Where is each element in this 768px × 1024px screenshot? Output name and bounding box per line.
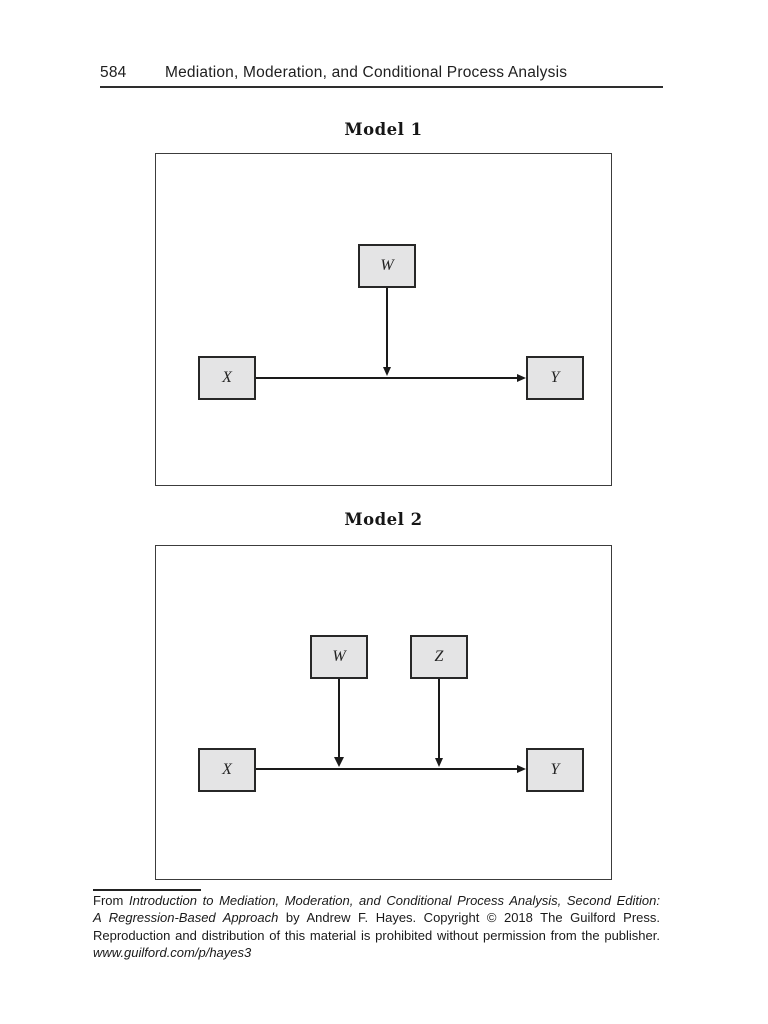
footer-url: www.guilford.com/p/hayes3 bbox=[93, 945, 252, 961]
model1-arrow-x-to-y-head bbox=[517, 373, 526, 382]
model2-arrow-x-to-y-head bbox=[517, 764, 526, 773]
model1-node-y: Y bbox=[526, 356, 584, 400]
model2-node-y: Y bbox=[526, 748, 584, 792]
model2-arrow-z-to-path-line bbox=[438, 679, 440, 759]
footer-line-1: From Introduction to Mediation, Moderati… bbox=[93, 892, 660, 909]
footer-from-text: From bbox=[93, 893, 129, 908]
model2-node-z: Z bbox=[410, 635, 468, 679]
model2-diagram-frame: W Z X Y bbox=[155, 545, 612, 880]
header-rule bbox=[100, 86, 663, 88]
model1-node-x: X bbox=[198, 356, 256, 400]
copyright-footer: From Introduction to Mediation, Moderati… bbox=[93, 892, 660, 962]
footer-copyright-text: by Andrew F. Hayes. Copyright © 2018 The… bbox=[278, 910, 660, 926]
page-number: 584 bbox=[100, 64, 127, 81]
model1-arrow-w-to-path-line bbox=[386, 288, 388, 368]
model1-title: Model 1 bbox=[344, 120, 423, 139]
model2-title: Model 2 bbox=[344, 510, 423, 529]
footer-line-3: Reproduction and distribution of this ma… bbox=[93, 927, 660, 943]
model2-arrow-w-to-path-head bbox=[333, 757, 344, 767]
model2-arrow-x-to-y-line bbox=[256, 768, 517, 770]
model2-node-x: X bbox=[198, 748, 256, 792]
running-title: Mediation, Moderation, and Conditional P… bbox=[165, 64, 568, 81]
model2-arrow-w-to-path-line bbox=[337, 679, 341, 758]
model1-arrow-x-to-y-line bbox=[256, 377, 517, 379]
footer-line-2: A Regression-Based Approach by Andrew F.… bbox=[93, 909, 660, 926]
footnote-rule bbox=[93, 889, 201, 891]
model2-arrow-z-to-path-head bbox=[434, 758, 443, 767]
model2-node-w: W bbox=[310, 635, 368, 679]
model1-arrow-w-to-path-head bbox=[382, 367, 391, 376]
model1-node-w: W bbox=[358, 244, 416, 288]
model1-diagram-frame: W X Y bbox=[155, 153, 612, 486]
footer-book-title-part2: A Regression-Based Approach bbox=[93, 910, 279, 926]
page-header: 584 Mediation, Moderation, and Condition… bbox=[100, 64, 663, 82]
footer-book-title-part1: Introduction to Mediation, Moderation, a… bbox=[129, 893, 661, 908]
